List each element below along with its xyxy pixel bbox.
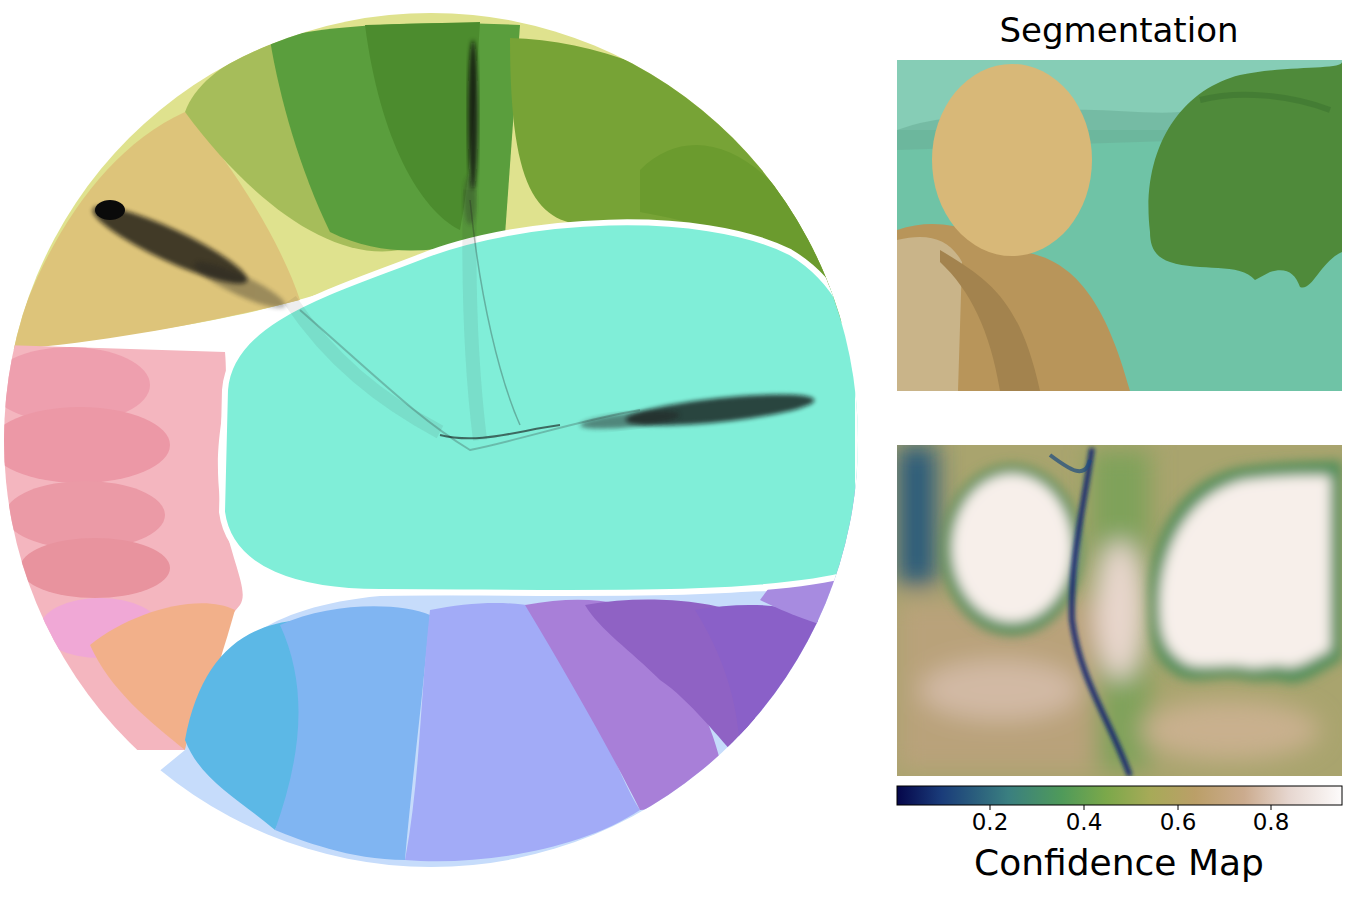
colorbar-tick: 0.6 <box>1160 810 1197 835</box>
segmentation-image <box>897 60 1342 391</box>
colorbar <box>897 786 1342 810</box>
colorbar-tick: 0.2 <box>972 810 1009 835</box>
colorbar-tick: 0.8 <box>1253 810 1290 835</box>
colorbar-title: Confidence Map <box>974 843 1264 883</box>
class-disc <box>0 0 870 902</box>
confidence-map <box>897 445 1342 776</box>
panel-title: Segmentation <box>1000 12 1239 49</box>
colorbar-tick: 0.4 <box>1066 810 1103 835</box>
embedding-points <box>86 40 816 450</box>
